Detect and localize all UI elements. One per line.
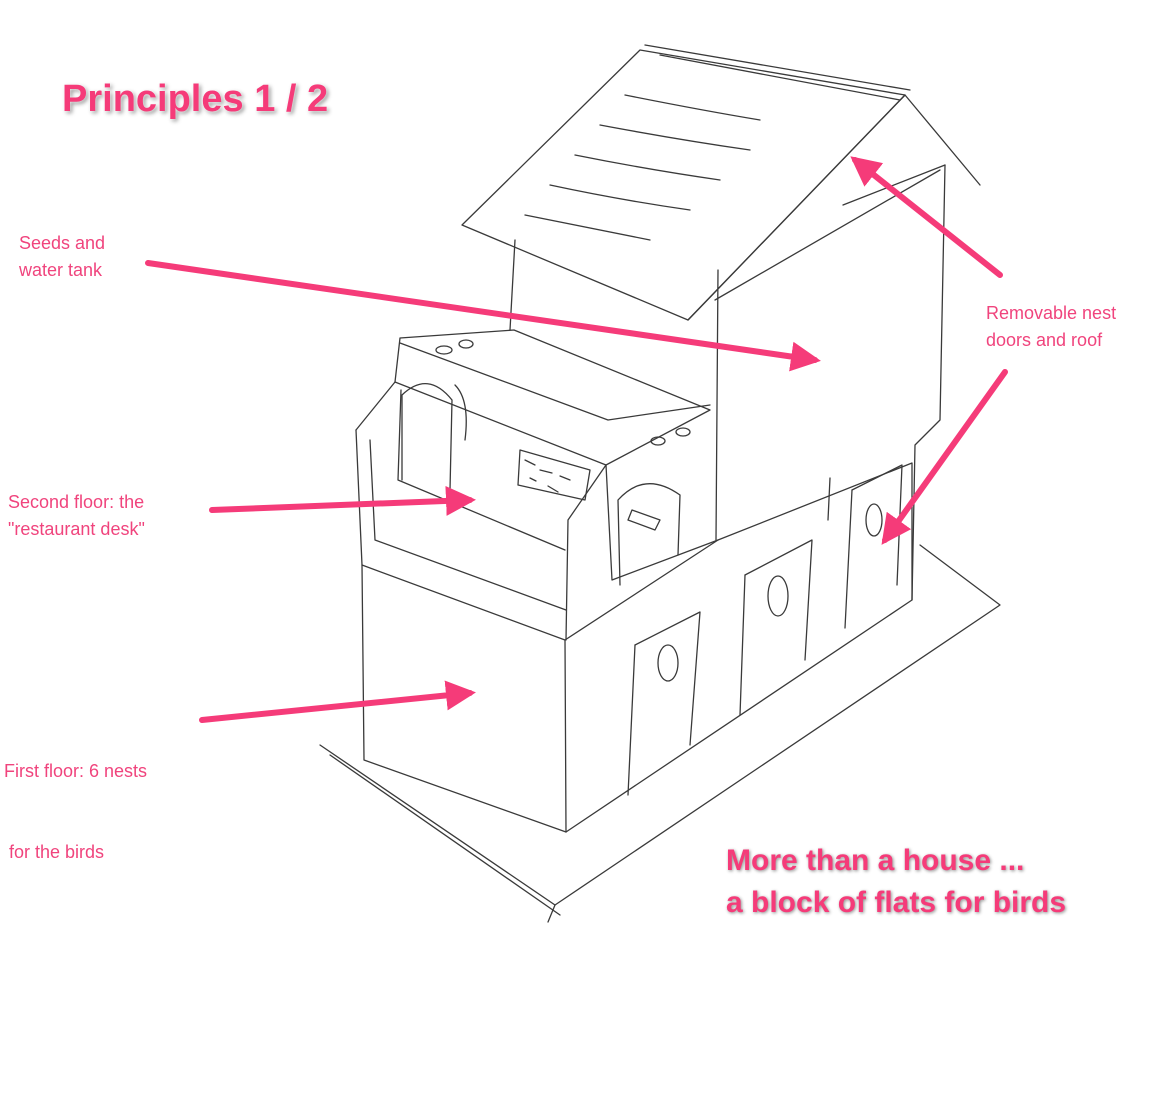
label-seeds-water-tank: Seeds and water tank (19, 230, 105, 284)
label-line: Removable nest (986, 303, 1117, 323)
label-line: doors and roof (986, 330, 1103, 350)
tagline: More than a house ... a block of flats f… (726, 840, 1066, 924)
label-removable-doors: Removable nest doors and roof (986, 300, 1116, 354)
tagline-line-1: More than a house ... (726, 844, 1025, 877)
annotation-arrows (145, 156, 1008, 723)
house-drawing (319, 44, 1001, 923)
label-first-floor: First floor: 6 nests for the birds (4, 704, 147, 893)
arrow-doors (881, 369, 1008, 545)
page-title: Principles 1 / 2 (62, 78, 329, 120)
tagline-line-2: a block of flats for birds (726, 886, 1067, 919)
label-line: First floor: 6 nests (4, 761, 148, 781)
arrow-first-floor (199, 680, 476, 723)
label-second-floor: Second floor: the "restaurant desk" (8, 489, 145, 543)
arrow-second-floor (209, 485, 476, 516)
arrow-seeds (145, 260, 821, 372)
label-line: "restaurant desk" (8, 519, 145, 539)
label-line: water tank (19, 260, 103, 280)
label-line: for the birds (4, 842, 105, 862)
label-line: Seeds and (19, 233, 106, 253)
label-line: Second floor: the (8, 492, 145, 512)
arrow-roof (850, 156, 1003, 278)
